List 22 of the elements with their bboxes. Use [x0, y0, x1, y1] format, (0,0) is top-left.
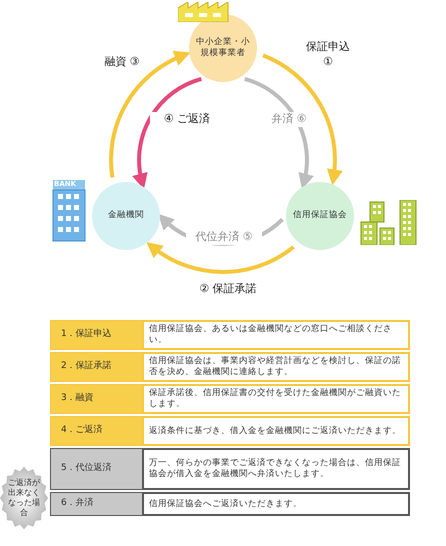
- arrow: [244, 77, 314, 190]
- actor-circle: 中小企業・小規模事業者: [189, 14, 257, 82]
- step-cell: 6．弁済: [50, 492, 142, 516]
- edge-label: 代位弁済 ⑤: [186, 230, 262, 245]
- arrow: [132, 77, 202, 190]
- starburst-badge: ご返済が出来なくなった場合: [0, 466, 48, 530]
- description-cell: 返済条件に基づき、借入金を金融機関にご返済いただきます。: [142, 416, 410, 446]
- arrow: [146, 242, 295, 274]
- arrow: [109, 51, 190, 178]
- step-cell: 4．ご返済: [50, 416, 142, 446]
- description-cell: 万一、何らかの事業でご返済できなくなった場合は、信用保証協会が借入金を金融機関へ弁済いたします。: [142, 448, 410, 490]
- step-cell: 1．保証申込: [50, 320, 142, 350]
- description-cell: 信用保証協会へご返済いただきます。: [142, 492, 410, 516]
- description-cell: 信用保証協会は、事業内容や経営計画などを検討し、保証の諾否を決め、金融機関に連絡します。: [142, 352, 410, 382]
- step-cell: 3．融資: [50, 384, 142, 414]
- actor-circle: 信用保証協会: [286, 182, 354, 250]
- arrow: [262, 54, 342, 186]
- step-cell: 2．保証承諾: [50, 352, 142, 382]
- actor-circle: 金融機関: [92, 182, 160, 250]
- description-cell: 保証承諾後、信用保証書の交付を受けた金融機関がご融資いたします。: [142, 384, 410, 414]
- description-cell: 信用保証協会、あるいは金融機関などの窓口へご相談ください。: [142, 320, 410, 350]
- step-cell: 5．代位返済: [50, 448, 142, 490]
